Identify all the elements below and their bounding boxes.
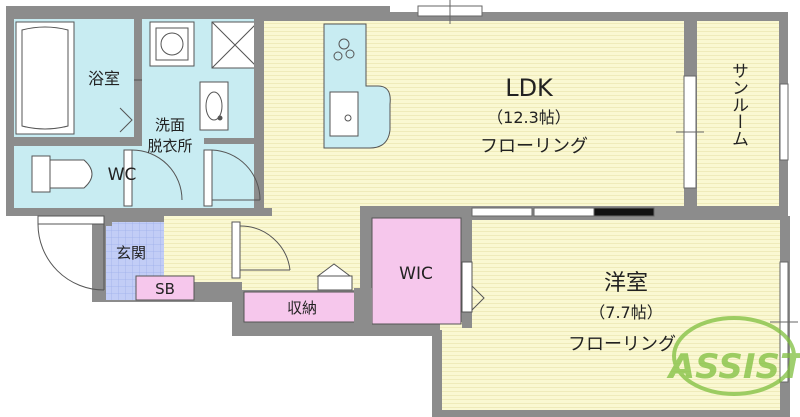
wic-closet: [371, 217, 462, 325]
ldk-size: （12.3帖）: [487, 108, 571, 127]
sash-3: [593, 207, 655, 217]
storage-door-icon: [316, 263, 353, 291]
assist-logo: ASSIST: [666, 316, 800, 396]
wc-name: WC: [108, 165, 137, 185]
western-room-floor: [440, 220, 780, 410]
western-door-icon: [461, 261, 485, 313]
ldk-floor: フローリング: [480, 136, 588, 157]
storage-closet: [243, 291, 361, 323]
washing-machine-icon: [149, 21, 195, 67]
shoe-box: [135, 275, 195, 301]
assist-logo-text: ASSIST: [666, 347, 800, 387]
entrance-name: 玄関: [116, 244, 146, 262]
storage-name: 収納: [287, 299, 317, 317]
closets: [135, 217, 462, 325]
doors: [37, 79, 485, 313]
windows: [417, 0, 798, 383]
washroom-line2: 脱衣所: [147, 137, 192, 155]
western-size: （7.7帖）: [589, 303, 662, 322]
window-sunroom: [779, 83, 789, 161]
bathtub-icon: [15, 21, 75, 135]
kitchen-counter-icon: [323, 23, 391, 149]
pipe-shaft-icon: [211, 21, 259, 69]
wic-name: WIC: [399, 264, 433, 284]
sash-1: [471, 207, 533, 217]
western-name: 洋室: [604, 271, 648, 296]
ldk-name: LDK: [505, 74, 554, 102]
vanity-sink-icon: [199, 81, 229, 131]
washroom-door-icon: [203, 149, 261, 207]
toilet-icon: [31, 155, 93, 193]
bath-name: 浴室: [88, 69, 120, 88]
entrance-door-icon: [37, 215, 105, 291]
room-labels: LDK （12.3帖） フローリング 洋室 （7.7帖） フローリング サンルー…: [88, 62, 748, 355]
sash-2: [533, 207, 595, 217]
sunroom-name: サンルーム: [728, 62, 748, 147]
hall-door-icon: [231, 221, 291, 279]
fixtures: [15, 19, 391, 193]
western-floor: フローリング: [568, 334, 676, 355]
sunroom-floor: [697, 21, 779, 207]
ldk-floor: [106, 21, 684, 290]
sb-name: SB: [155, 280, 175, 298]
wc-door-icon: [123, 149, 183, 207]
bath-step-icon: [119, 107, 133, 133]
washroom-line1: 洗面: [155, 116, 185, 134]
